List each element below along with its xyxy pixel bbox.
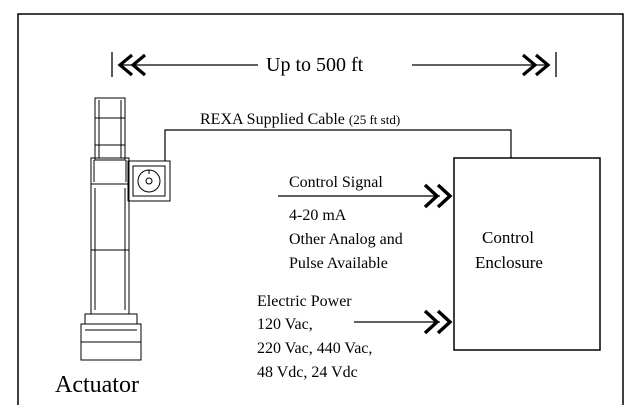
actuator-label: Actuator [55, 372, 139, 398]
control-signal-line-2: Other Analog and [289, 231, 403, 248]
right-chevron-icon [521, 53, 551, 77]
control-enclosure-box [453, 157, 601, 351]
left-chevron-icon [117, 53, 147, 77]
control-signal-line-3: Pulse Available [289, 255, 388, 272]
actuator-drawing [80, 97, 171, 361]
electric-power-line-3: 48 Vdc, 24 Vdc [257, 364, 358, 381]
control-signal-title: Control Signal [289, 174, 383, 191]
span-label: Up to 500 ft [266, 54, 364, 76]
electric-power-arrow-icon [423, 309, 453, 335]
cable-label: REXA Supplied Cable (25 ft std) [200, 112, 400, 128]
enclosure-label-line-1: Control [482, 228, 534, 247]
diagram-frame [17, 13, 624, 405]
control-signal-line-1: 4-20 mA [289, 207, 347, 224]
electric-power-line-2: 220 Vac, 440 Vac, [257, 340, 373, 357]
supplied-cable-line [164, 129, 512, 161]
electric-power-title: Electric Power [257, 293, 352, 310]
cable-length-note: (25 ft std) [348, 112, 401, 127]
span-dimension-line [111, 52, 557, 77]
electric-power-line-1: 120 Vac, [257, 316, 313, 333]
enclosure-label-line-2: Enclosure [475, 253, 543, 272]
control-signal-arrow-icon [423, 183, 453, 209]
cable-label-text: REXA Supplied Cable [200, 111, 345, 128]
